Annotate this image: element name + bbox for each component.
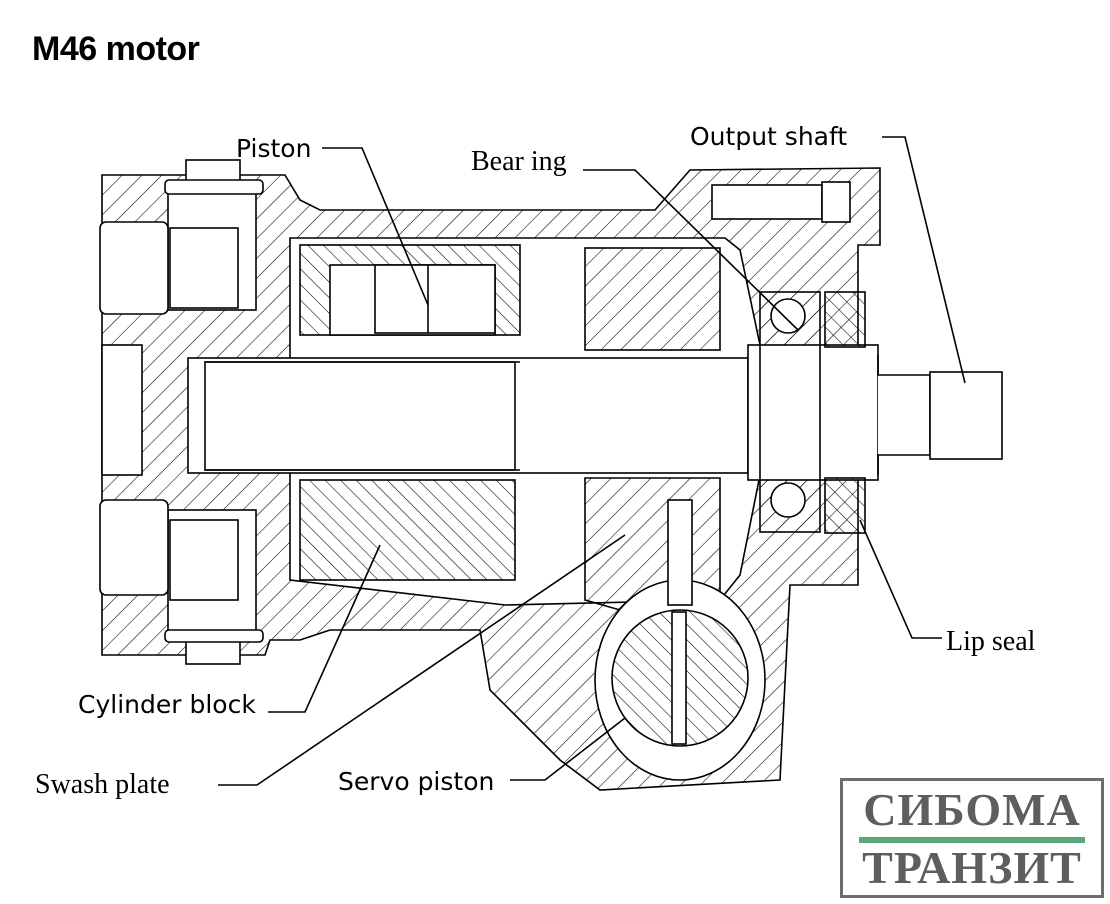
- label-servo-piston: Servo piston: [338, 767, 494, 796]
- cylinder-block-lower: [299, 479, 516, 581]
- logo-line-1: СИБОМА: [863, 784, 1081, 835]
- shaft-collar: [747, 344, 879, 481]
- logo-accent-bar: [859, 837, 1085, 843]
- leader-swash-plate: [218, 534, 626, 786]
- diagram-title: M46 motor: [32, 30, 200, 68]
- bearing-ball-upper: [770, 298, 806, 334]
- leader-servo-piston: [510, 717, 626, 781]
- bolt: [711, 184, 823, 220]
- logo-line-2: ТРАНЗИТ: [862, 842, 1082, 893]
- lip-seal: [824, 291, 866, 348]
- piston: [374, 264, 496, 334]
- label-swash-plate: Swash plate: [35, 769, 170, 800]
- bearing-ball-lower: [770, 482, 806, 518]
- leader-bearing: [583, 169, 799, 331]
- label-piston: Piston: [236, 134, 311, 163]
- leader-lip-seal: [859, 519, 942, 639]
- label-lip-seal: Lip seal: [946, 626, 1036, 657]
- leader-cylinder-block: [268, 544, 381, 713]
- leader-output-shaft: [882, 136, 966, 384]
- label-cylinder-block: Cylinder block: [78, 690, 256, 719]
- swash-plate-upper: [584, 247, 721, 351]
- label-bearing: Bear ing: [471, 146, 567, 177]
- label-output-shaft: Output shaft: [690, 122, 847, 151]
- output-shaft: [877, 355, 931, 475]
- company-logo: СИБОМА ТРАНЗИТ: [840, 778, 1104, 898]
- leader-piston: [322, 147, 429, 306]
